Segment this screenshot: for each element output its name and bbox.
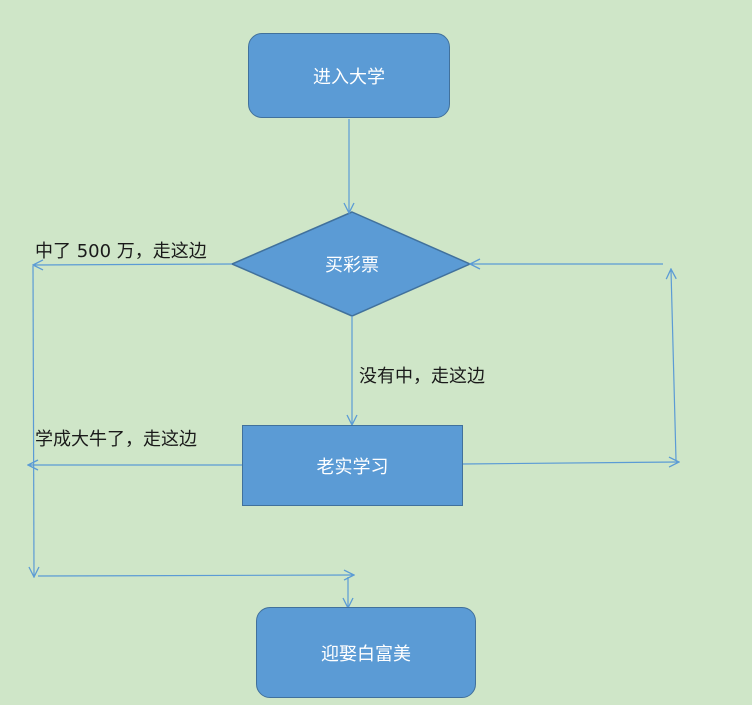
edge-left-down [33, 265, 34, 576]
edge-study-to-right [461, 462, 678, 464]
edge-label-success: 学成大牛了，走这边 [35, 429, 197, 450]
edge-label-lose: 没有中，走这边 [359, 366, 485, 387]
edge-label-win: 中了 500 万，走这边 [35, 241, 207, 262]
edge-bottom-to-right [37, 575, 353, 576]
study-node: 老实学习 [242, 425, 463, 506]
edge-decision-to-left [34, 264, 233, 265]
end-node: 迎娶白富美 [256, 607, 476, 698]
decision-label: 买彩票 [325, 255, 379, 276]
edge-right-up [671, 270, 676, 461]
start-node: 进入大学 [248, 33, 450, 118]
